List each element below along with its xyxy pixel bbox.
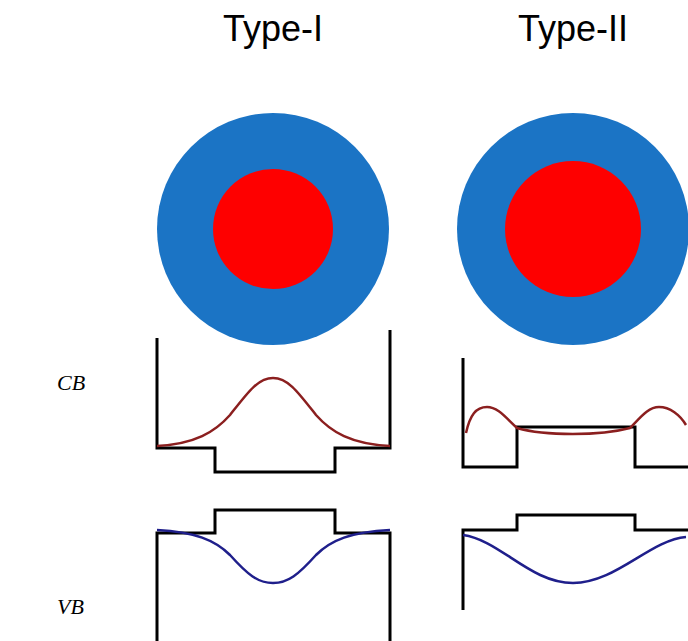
band-label: VB [57,594,84,620]
shell-circle [157,113,389,345]
valence-band-potential [463,515,688,610]
conduction-band-potential [463,358,688,467]
column-heading: Type-II [518,8,628,50]
shell-circle [457,113,688,345]
hole-wavefunction [157,530,390,583]
column-heading: Type-I [223,8,323,50]
electron-wavefunction [157,378,390,446]
core-circle [505,161,641,297]
electron-wavefunction [466,407,686,434]
core-circle [213,169,333,289]
conduction-band-potential [157,330,390,472]
band-label: CB [57,370,85,396]
valence-band-potential [157,510,390,641]
hole-wavefunction [463,535,686,583]
